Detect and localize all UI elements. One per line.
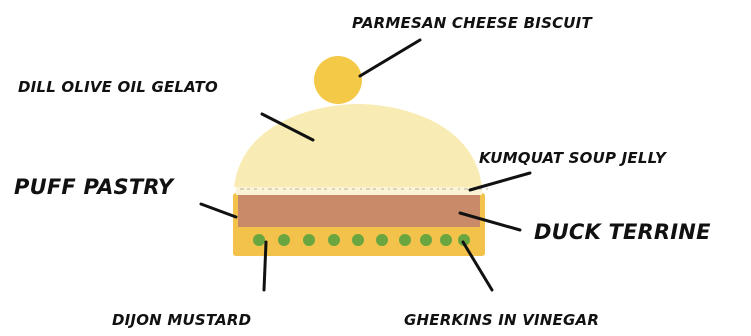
duck-terrine-layer (238, 195, 480, 227)
parmesan-biscuit (314, 56, 362, 104)
gherkin (420, 234, 432, 246)
label-parmesan-cheese-biscuit: PARMESAN CHEESE BISCUIT (352, 16, 592, 31)
gherkin (399, 234, 411, 246)
leader-line-dijon (264, 242, 266, 290)
gherkin (253, 234, 265, 246)
gherkin (376, 234, 388, 246)
label-gherkins-in-vinegar: GHERKINS IN VINEGAR (404, 313, 599, 328)
label-duck-terrine: DUCK TERRINE (534, 222, 711, 243)
kumquat-jelly-layer (236, 186, 482, 195)
label-puff-pastry: PUFF PASTRY (14, 177, 173, 198)
leader-line-puff-pastry (201, 204, 236, 217)
gelato-dome (234, 104, 482, 187)
leader-line-parmesan (360, 40, 420, 76)
label-dijon-mustard: DIJON MUSTARD (112, 313, 251, 328)
gherkin (303, 234, 315, 246)
gherkin (278, 234, 290, 246)
gherkin (328, 234, 340, 246)
gherkin (440, 234, 452, 246)
label-dill-olive-oil-gelato: DILL OLIVE OIL GELATO (18, 80, 218, 95)
gherkin (352, 234, 364, 246)
label-kumquat-soup-jelly: KUMQUAT SOUP JELLY (479, 151, 666, 166)
